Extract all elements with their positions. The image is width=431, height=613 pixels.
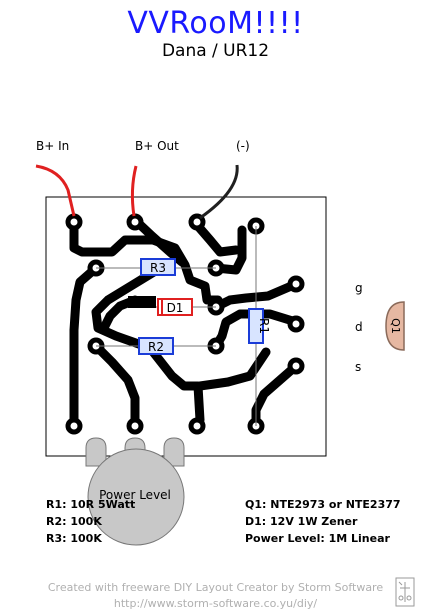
pad [126, 213, 144, 231]
wire-b-plus-out [130, 165, 138, 217]
parts-list-item: R3: 100K [46, 532, 102, 545]
parts-list-item: Power Level: 1M Linear [245, 532, 390, 545]
parts-list-left: R1: 10R 5Watt R2: 100K R3: 100K [46, 496, 135, 547]
pad [287, 357, 305, 375]
wire-b-plus-in [35, 164, 76, 217]
circuit-board [45, 196, 327, 457]
transistor-q1-label: Q1 [389, 318, 402, 334]
ground-label: (-) [236, 139, 250, 153]
parts-list-right: Q1: NTE2973 or NTE2377 D1: 12V 1W Zener … [245, 496, 401, 547]
footer-credit: Created with freeware DIY Layout Creator… [47, 581, 384, 594]
potentiometer-label: Power Level [99, 488, 171, 502]
page-title: VVRooM!!!! [127, 6, 304, 41]
pad [126, 417, 144, 435]
footer-url[interactable]: http://www.storm-software.co.yu/diy/ [113, 597, 318, 610]
transistor-q1 [385, 301, 405, 351]
resistor-r1 [248, 308, 264, 344]
pad [287, 275, 305, 293]
b-plus-in-label: B+ In [36, 139, 70, 153]
pad [188, 213, 206, 231]
resistor-r1-label: R1 [257, 318, 271, 334]
parts-list-item: R2: 100K [46, 515, 102, 528]
diode-pad-trace [128, 296, 156, 308]
potentiometer-power-level [85, 437, 185, 546]
wire-ground [199, 164, 239, 220]
diode-d1 [157, 298, 193, 316]
resistor-r2 [138, 337, 174, 355]
pad [188, 417, 206, 435]
parts-list-item: D1: 12V 1W Zener [245, 515, 358, 528]
copper-traces [69, 215, 301, 433]
resistor-r2-label: R2 [148, 340, 164, 354]
parts-list-item: Q1: NTE2973 or NTE2377 [245, 498, 401, 511]
resistor-r3 [140, 258, 176, 276]
q1-pin-d-label: d [355, 320, 363, 334]
diode-d1-label: D1 [167, 301, 184, 315]
q1-pin-s-label: s [355, 360, 362, 374]
pad [287, 315, 305, 333]
parts-list-item: R1: 10R 5Watt [46, 498, 136, 511]
pad [65, 417, 83, 435]
resistor-r3-label: R3 [150, 261, 166, 275]
pad [65, 213, 83, 231]
diy-layout-creator-logo [395, 577, 415, 607]
b-plus-out-label: B+ Out [135, 139, 179, 153]
page-subtitle: Dana / UR12 [161, 41, 270, 61]
q1-pin-g-label: g [355, 281, 363, 295]
